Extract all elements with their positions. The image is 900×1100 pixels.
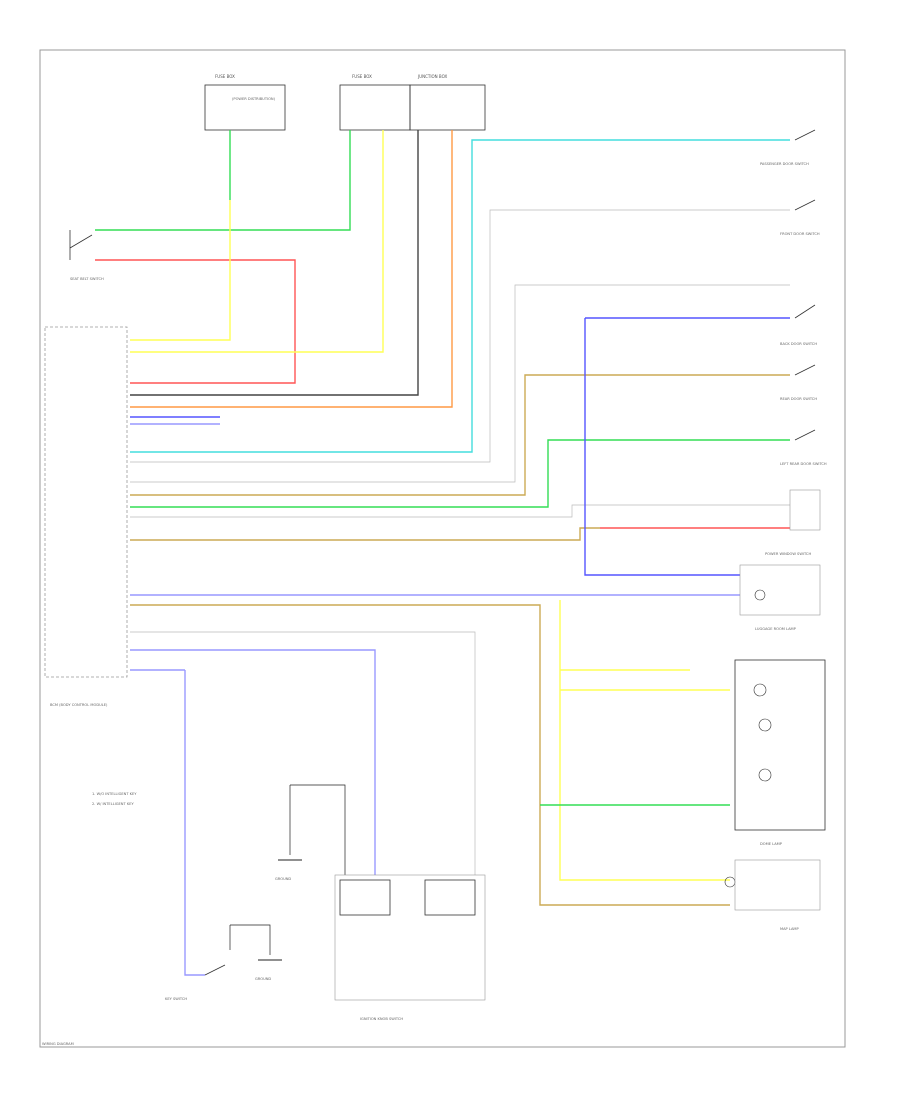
bcm-control-unit: BCM (BODY CONTROL MODULE) (44, 326, 128, 707)
ground-1: GROUND (275, 859, 302, 881)
svg-text:BACK DOOR SWITCH: BACK DOOR SWITCH (780, 342, 817, 346)
rear-door-switch: REAR DOOR SWITCH (780, 364, 817, 401)
luggage-room-lamp: LUGGAGE ROOM LAMP (739, 564, 821, 631)
wire-darkgray (130, 130, 419, 396)
svg-text:IGNITION KNOB SWITCH: IGNITION KNOB SWITCH (360, 1017, 403, 1021)
wire-tan-1 (130, 374, 790, 496)
svg-text:POWER WINDOW SWITCH: POWER WINDOW SWITCH (765, 552, 811, 556)
svg-text:KEY SWITCH: KEY SWITCH (165, 997, 187, 1001)
wire-violet-key (130, 669, 205, 976)
legend-note-2: 2. W/ INTELLIGENT KEY (92, 802, 134, 806)
wire-black-ground (229, 784, 346, 955)
svg-text:GROUND: GROUND (255, 977, 271, 981)
fuse-box-mid: FUSE BOX JUNCTION BOX (339, 74, 486, 131)
wire-yellow-mid (130, 130, 384, 353)
svg-text:JUNCTION BOX: JUNCTION BOX (417, 74, 447, 79)
svg-text:MAP LAMP: MAP LAMP (780, 927, 800, 931)
passenger-door-switch: PASSENGER DOOR SWITCH (760, 129, 816, 166)
svg-text:FRONT DOOR SWITCH: FRONT DOOR SWITCH (780, 232, 820, 236)
footer-label: WIRING DIAGRAM (42, 1042, 74, 1046)
svg-text:LUGGAGE ROOM LAMP: LUGGAGE ROOM LAMP (755, 627, 797, 631)
wire-yellow-left (130, 200, 231, 341)
svg-text:(POWER DISTRIBUTION): (POWER DISTRIBUTION) (232, 97, 276, 101)
seat-belt-switch: SEAT BELT SWITCH (69, 230, 104, 281)
wire-green-seat (95, 130, 351, 231)
wire-green-2 (130, 439, 790, 508)
svg-text:GROUND: GROUND (275, 877, 291, 881)
diagram-border (39, 49, 846, 1048)
wire-tan-2 (130, 527, 600, 541)
wire-gray-2 (130, 284, 790, 483)
power-window-switch: POWER WINDOW SWITCH (765, 489, 821, 556)
legend-note-1: 1. W/O INTELLIGENT KEY (92, 792, 137, 796)
svg-text:FUSE BOX: FUSE BOX (215, 74, 235, 79)
wire-blue-2 (584, 317, 790, 576)
wire-red-seat (95, 259, 296, 384)
wire-gray-3 (130, 504, 790, 518)
map-lamp: MAP LAMP (724, 859, 821, 931)
svg-text:LEFT REAR DOOR SWITCH: LEFT REAR DOOR SWITCH (780, 462, 827, 466)
wire-orange (130, 130, 453, 408)
wire-gray-1 (130, 209, 790, 463)
wire-yellow-lamp (559, 600, 730, 881)
ground-2: GROUND (255, 959, 282, 981)
wire-gray-bottom (130, 631, 476, 875)
wire-tan-main (130, 604, 730, 906)
back-door-switch: BACK DOOR SWITCH (780, 304, 817, 346)
svg-text:FUSE BOX: FUSE BOX (352, 74, 372, 79)
left-rear-door-switch: LEFT REAR DOOR SWITCH (780, 429, 827, 466)
svg-text:DOME LAMP: DOME LAMP (760, 842, 783, 846)
wire-cyan (130, 139, 790, 453)
svg-text:PASSENGER DOOR SWITCH: PASSENGER DOOR SWITCH (760, 162, 809, 166)
svg-text:REAR DOOR SWITCH: REAR DOOR SWITCH (780, 397, 817, 401)
wire-violet-knob (130, 649, 376, 875)
front-door-switch: FRONT DOOR SWITCH (780, 199, 820, 236)
ignition-knob-switch: IGNITION KNOB SWITCH (334, 874, 486, 1021)
svg-text:SEAT BELT SWITCH: SEAT BELT SWITCH (70, 277, 104, 281)
fuse-box-left: FUSE BOX (POWER DISTRIBUTION) (204, 74, 286, 131)
key-switch: KEY SWITCH (165, 964, 226, 1001)
svg-text:BCM (BODY CONTROL MODULE): BCM (BODY CONTROL MODULE) (50, 703, 108, 707)
dome-lamp: DOME LAMP (734, 659, 826, 846)
